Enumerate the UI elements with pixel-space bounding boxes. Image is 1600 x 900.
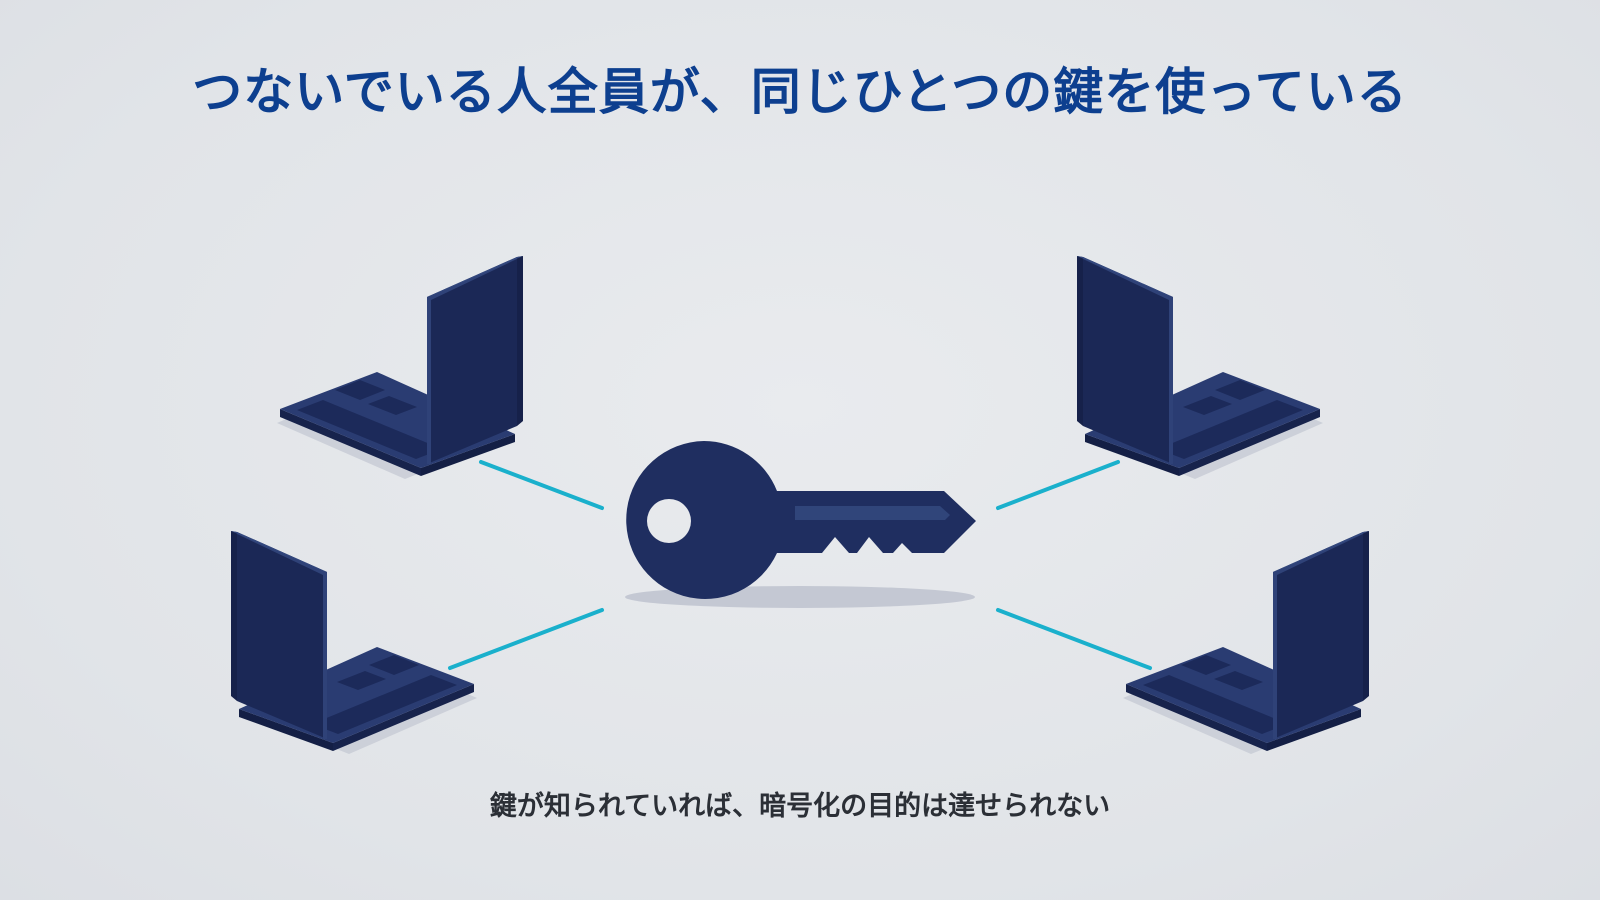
- connector-bottom-left: [448, 608, 604, 670]
- connector-top-left: [479, 460, 604, 510]
- laptop-icon: [231, 531, 477, 754]
- key-icon: [625, 441, 976, 608]
- caption: 鍵が知られていれば、暗号化の目的は達せられない: [489, 791, 1111, 822]
- laptop-icon: [1077, 256, 1323, 479]
- laptop-top-left: [277, 256, 523, 479]
- slide-title: つないでいる人全員が、同じひとつの鍵を使っている: [192, 63, 1408, 121]
- laptop-bottom-right: [1123, 531, 1369, 754]
- key-highlight: [795, 506, 950, 520]
- connector-bottom-right: [996, 608, 1152, 670]
- connector-lines: [448, 460, 1152, 670]
- connector-top-right: [996, 460, 1120, 510]
- laptop-top-right: [1077, 256, 1323, 479]
- laptop-icon: [1123, 531, 1369, 754]
- laptop-icon: [277, 256, 523, 479]
- laptop-bottom-left: [231, 531, 477, 754]
